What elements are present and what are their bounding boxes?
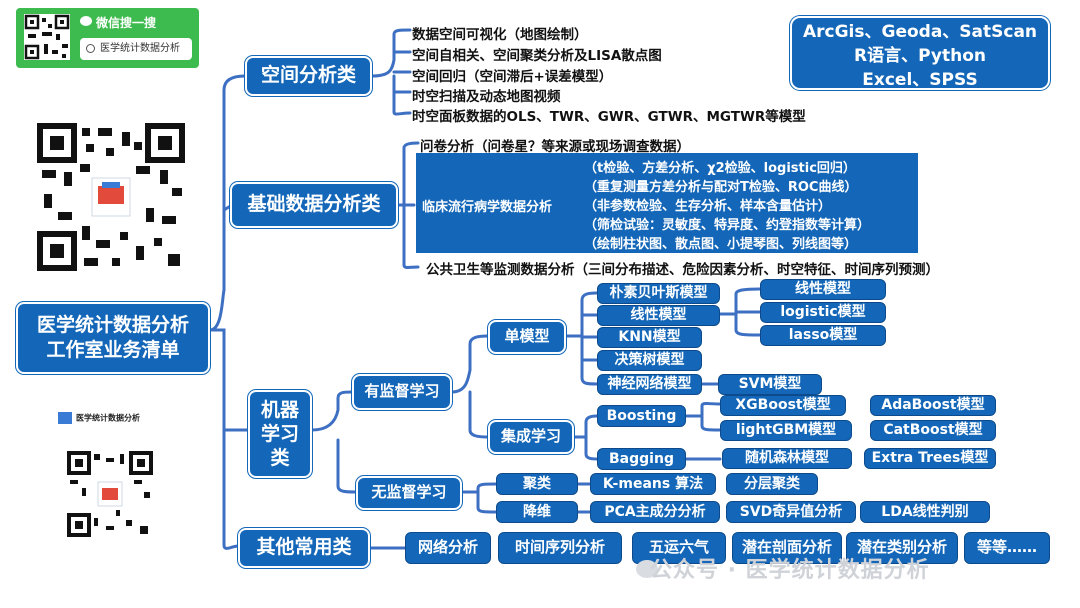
unsupervised-node: 无监督学习 [356,476,462,510]
main-qr-code [36,122,186,272]
spatial-item: 空间自相关、空间聚类分析及LISA散点图 [412,48,662,64]
questionnaire-item: 问卷分析（问卷星？等来源或现场调查数据） [420,139,690,155]
search-icon [86,44,95,53]
wechat-search-title: 微信搜一搜 [96,16,157,30]
clinical-item: （筛检试验：灵敏度、特异度、约登指数等计算） [584,218,871,233]
model-decision-tree: 决策树模型 [597,350,702,371]
clinical-panel [416,153,918,253]
category-basic: 基础数据分析类 [230,182,398,228]
model-xgboost: XGBoost模型 [720,395,846,416]
single-model-node: 单模型 [488,320,566,354]
clinical-item: （重复测量方差分析与配对T检验、ROC曲线） [584,180,858,195]
clustering-hierarchical: 分层聚类 [726,473,818,495]
other-latent-profile: 潜在剖面分析 [732,532,842,564]
linear-sub-linear: 线性模型 [760,279,886,300]
model-extra-trees: Extra Trees模型 [864,448,996,469]
clustering-node: 聚类 [496,473,578,495]
tools-line: ArcGis、Geoda、SatScan [802,22,1038,42]
ensemble-node: 集成学习 [488,420,574,454]
model-naive-bayes: 朴素贝叶斯模型 [597,283,720,304]
wechat-search-box[interactable]: 医学统计数据分析 [80,38,192,60]
clinical-item: （t检验、方差分析、χ2检验、logistic回归） [584,161,856,176]
model-linear: 线性模型 [597,305,720,326]
software-tools-box: ArcGis、Geoda、SatScan R语言、Python Excel、SP… [790,16,1050,90]
linear-sub-logistic: logistic模型 [760,302,886,323]
tools-line: R语言、Python [854,46,986,66]
model-lightgbm: lightGBM模型 [720,420,852,441]
clustering-kmeans: K-means 算法 [590,473,716,495]
public-health-item: 公共卫生等监测数据分析（三间分布描述、危险因素分析、时空特征、时间序列预测） [426,262,939,278]
small-card-title: 医学统计数据分析 [58,412,140,424]
category-other: 其他常用类 [238,528,370,568]
wechat-logo-icon [80,16,92,26]
wechat-search-text: 医学统计数据分析 [100,43,180,54]
spatial-item: 空间回归（空间滞后+误差模型） [412,69,613,85]
reduction-pca: PCA主成分分析 [590,501,720,523]
model-catboost: CatBoost模型 [870,420,996,441]
tools-line: Excel、SPSS [862,70,978,90]
linear-sub-lasso: lasso模型 [760,325,886,346]
supervised-node: 有监督学习 [352,374,452,410]
small-card-logo-icon [58,412,72,424]
small-qr-code [66,450,154,538]
watermark: 公众号 · 医学统计数据分析 [650,558,930,583]
category-ml: 机器 学习 类 [248,390,312,478]
reduction-svd: SVD奇异值分析 [726,501,856,523]
spatial-item: 时空面板数据的OLS、TWR、GWR、GTWR、MGTWR等模型 [412,109,806,125]
model-svm: SVM模型 [718,374,822,395]
clinical-item: （非参数检验、生存分析、样本含量估计） [584,199,832,214]
model-knn: KNN模型 [597,327,702,348]
clinical-label: 临床流行病学数据分析 [422,200,553,215]
wechat-watermark-icon [636,560,658,578]
reduction-node: 降维 [496,501,578,523]
model-adaboost: AdaBoost模型 [870,395,996,416]
bagging-node: Bagging [597,448,686,470]
root-node: 医学统计数据分析 工作室业务清单 [16,302,210,374]
wechat-search-banner[interactable]: 微信搜一搜 医学统计数据分析 [16,8,199,68]
other-etc: 等等…… [964,532,1050,564]
reduction-lda: LDA线性判别 [860,501,990,523]
clinical-item: （绘制柱状图、散点图、小提琴图、列线图等） [584,237,858,252]
other-network-analysis: 网络分析 [405,532,491,564]
spatial-item: 时空扫描及动态地图视频 [412,89,561,105]
spatial-item: 数据空间可视化（地图绘制） [412,27,588,43]
other-time-series: 时间序列分析 [498,532,622,564]
wechat-qr-code [24,14,70,60]
model-neural-network: 神经网络模型 [597,374,702,395]
other-latent-class: 潜在类别分析 [846,532,958,564]
model-random-forest: 随机森林模型 [722,448,852,469]
boosting-node: Boosting [597,405,686,427]
other-wuyun-liuqi: 五运六气 [632,532,726,564]
category-spatial: 空间分析类 [245,56,372,96]
